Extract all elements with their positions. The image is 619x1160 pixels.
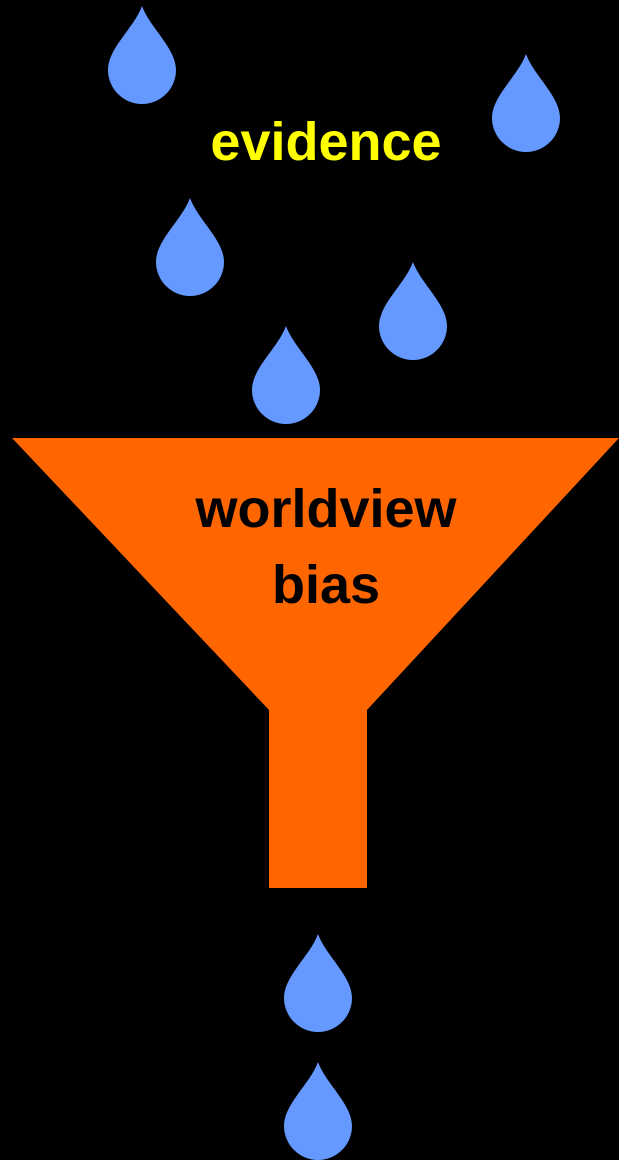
funnel	[12, 438, 619, 888]
evidence-label: evidence	[210, 112, 441, 172]
evidence-drop-3	[156, 198, 224, 296]
funnel-label-worldview: worldview	[194, 479, 457, 539]
output-drop-1	[284, 934, 352, 1032]
evidence-drop-4	[379, 262, 447, 360]
evidence-drop-2	[492, 54, 560, 152]
evidence-drop-5	[252, 326, 320, 424]
funnel-label-bias: bias	[272, 555, 380, 615]
output-drop-2	[284, 1062, 352, 1160]
evidence-drop-1	[108, 6, 176, 104]
